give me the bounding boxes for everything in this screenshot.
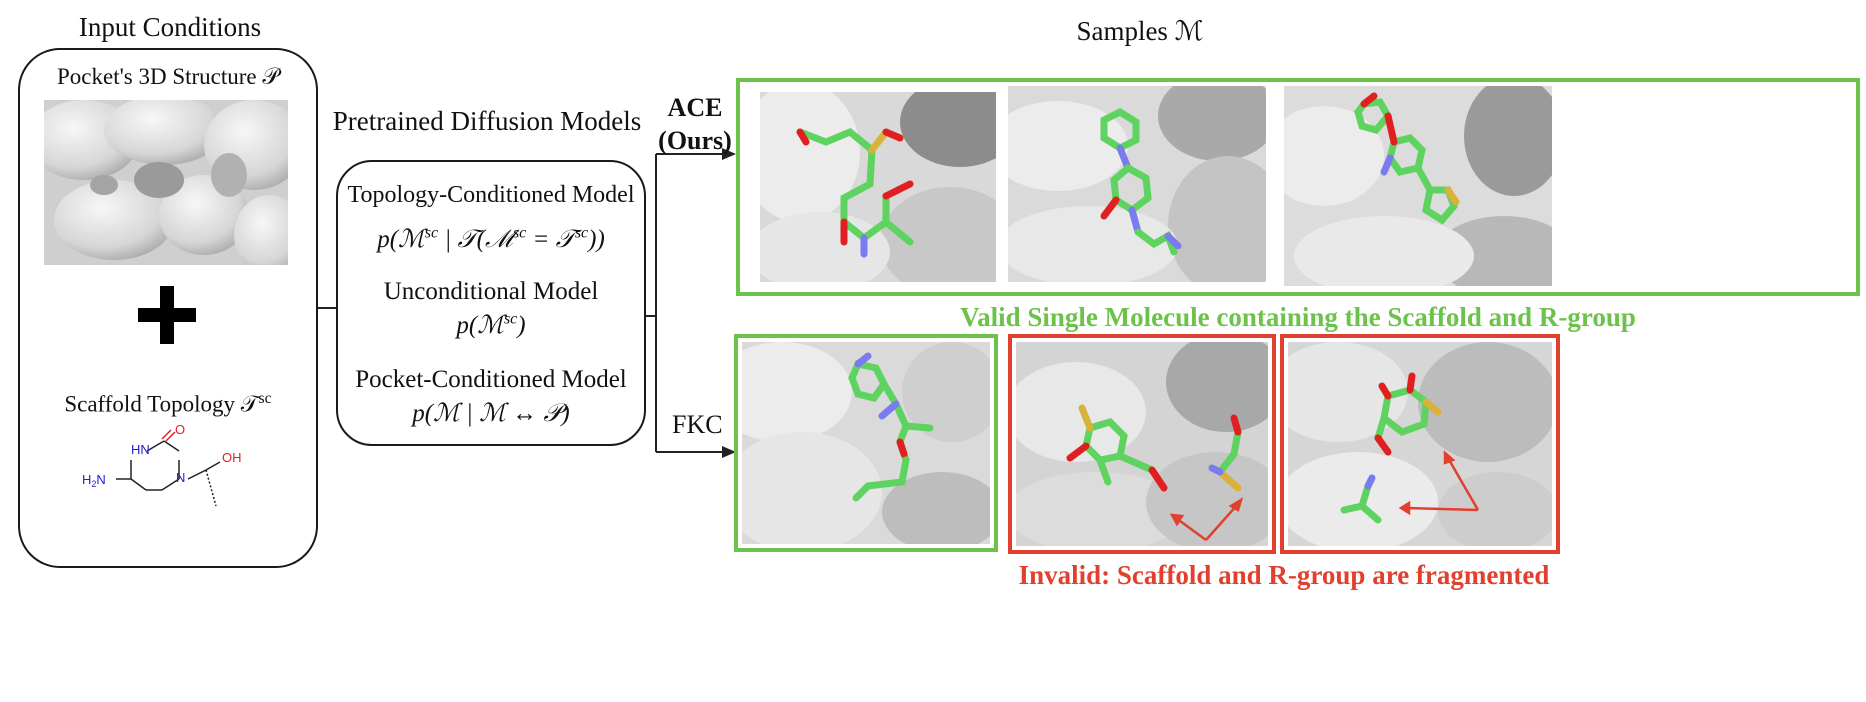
mol-nh-label: HN xyxy=(131,442,150,457)
diffusion-models-panel xyxy=(336,160,646,446)
invalid-caption: Invalid: Scaffold and R-group are fragme… xyxy=(1018,560,1550,590)
ace-samples-box xyxy=(736,78,1860,296)
branch-arrows xyxy=(646,148,736,458)
samples-title: Samples ℳ xyxy=(1076,16,1204,46)
scaffold-topology-label: Scaffold Topology 𝒯sc xyxy=(64,390,272,417)
topology-model-label: Topology-Conditioned Model xyxy=(347,182,635,208)
mol-n-label: N xyxy=(176,470,185,485)
fkc-invalid-box-2 xyxy=(1280,334,1560,554)
mol-oh-label: OH xyxy=(222,450,242,465)
fkc-sample-3 xyxy=(1288,342,1552,546)
unconditional-model-formula: p(ℳsc) xyxy=(456,310,526,339)
fkc-invalid-box-1 xyxy=(1008,334,1276,554)
connector-line xyxy=(318,307,336,309)
pretrained-models-title: Pretrained Diffusion Models xyxy=(332,106,642,136)
plus-icon xyxy=(138,286,196,344)
ace-sample-2 xyxy=(1008,86,1266,282)
fkc-sample-1 xyxy=(742,342,990,544)
fkc-valid-box xyxy=(734,334,998,552)
pocket-structure-label: Pocket's 3D Structure 𝒫 xyxy=(57,64,279,89)
mol-h2n-label: H2N xyxy=(82,472,106,489)
ace-label: ACE(Ours) xyxy=(658,93,732,155)
scaffold-molecule-drawing: HN O OH N H2N xyxy=(76,422,266,524)
pocket-surface-image xyxy=(44,100,288,265)
fkc-label: FKC xyxy=(672,410,723,439)
valid-caption: Valid Single Molecule containing the Sca… xyxy=(960,302,1636,332)
topology-model-formula: p(ℳsc | 𝒯(ℳsc = 𝒯sc)) xyxy=(377,224,605,253)
pocket-model-formula: p(ℳ | ℳ ↔ 𝒫) xyxy=(412,400,570,427)
fkc-sample-2 xyxy=(1016,342,1268,546)
ace-sample-1 xyxy=(760,92,996,282)
unconditional-model-label: Unconditional Model xyxy=(383,278,599,305)
pocket-model-label: Pocket-Conditioned Model xyxy=(355,366,627,393)
mol-o-label: O xyxy=(175,424,185,437)
ace-sample-3 xyxy=(1284,86,1552,286)
input-conditions-title: Input Conditions xyxy=(78,12,262,42)
